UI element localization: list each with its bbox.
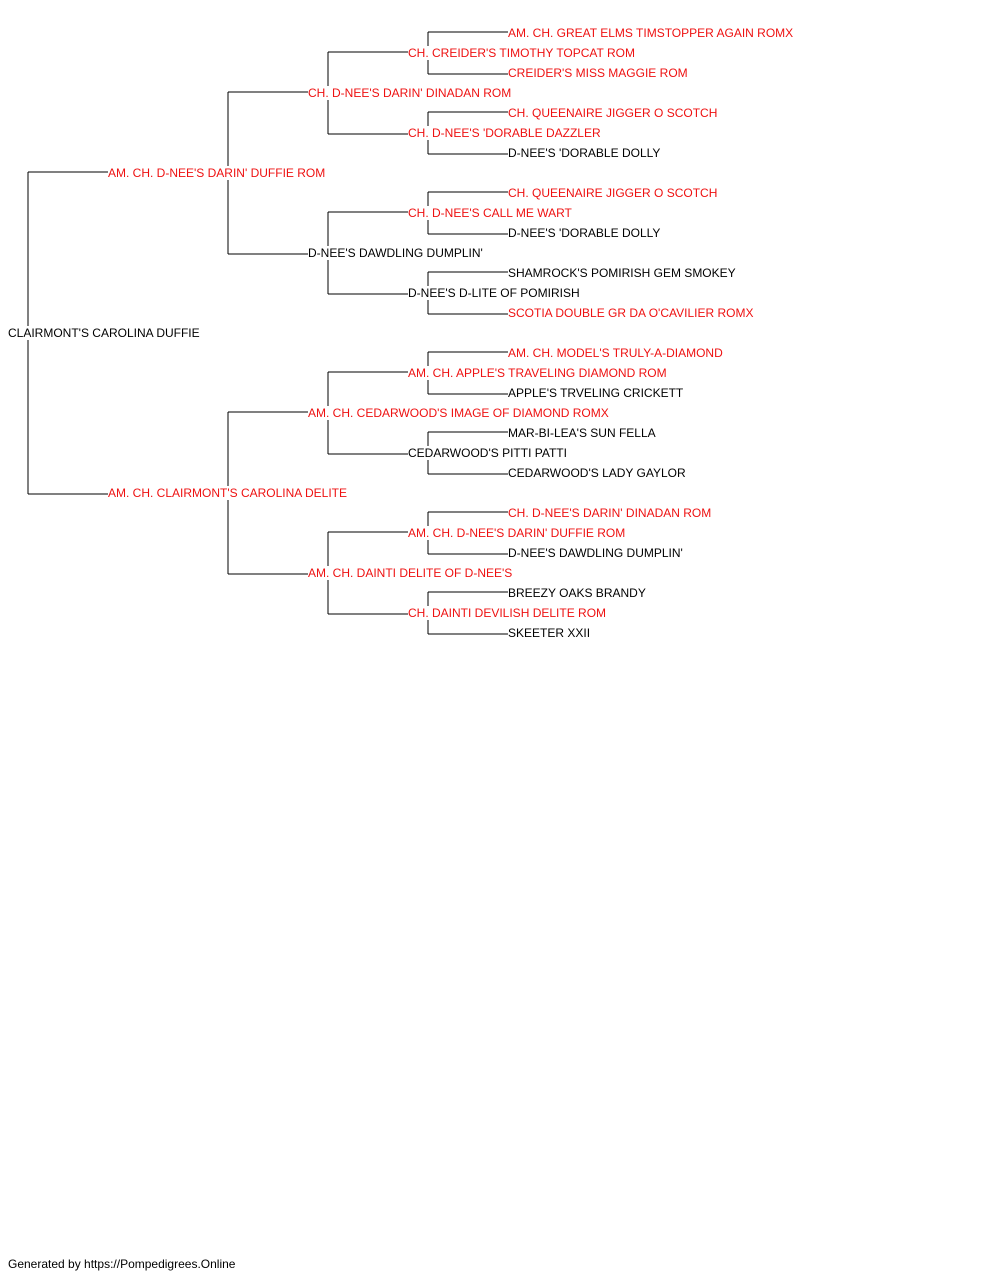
dog-name: SKEETER XXII bbox=[508, 626, 593, 640]
dog-name: AM. CH. DAINTI DELITE OF D-NEE'S bbox=[308, 566, 515, 580]
dog-name: AM. CH. MODEL'S TRULY-A-DIAMOND bbox=[508, 346, 725, 360]
dog-name: CH. D-NEE'S DARIN' DINADAN ROM bbox=[508, 506, 714, 520]
dog-name: AM. CH. APPLE'S TRAVELING DIAMOND ROM bbox=[408, 366, 669, 380]
dog-name: CH. D-NEE'S DARIN' DINADAN ROM bbox=[308, 86, 514, 100]
dog-name: CREIDER'S MISS MAGGIE ROM bbox=[508, 66, 690, 80]
footer-credit: Generated by https://Pompedigrees.Online bbox=[8, 1257, 236, 1271]
dog-name: AM. CH. D-NEE'S DARIN' DUFFIE ROM bbox=[408, 526, 628, 540]
dog-name: APPLE'S TRVELING CRICKETT bbox=[508, 386, 686, 400]
dog-name: CH. QUEENAIRE JIGGER O SCOTCH bbox=[508, 106, 720, 120]
dog-name: CLAIRMONT'S CAROLINA DUFFIE bbox=[8, 326, 202, 340]
dog-name: CEDARWOOD'S PITTI PATTI bbox=[408, 446, 569, 460]
dog-name: CH. QUEENAIRE JIGGER O SCOTCH bbox=[508, 186, 720, 200]
dog-name: CH. D-NEE'S CALL ME WART bbox=[408, 206, 574, 220]
dog-name: CEDARWOOD'S LADY GAYLOR bbox=[508, 466, 688, 480]
dog-name: D-NEE'S 'DORABLE DOLLY bbox=[508, 226, 663, 240]
dog-name: D-NEE'S DAWDLING DUMPLIN' bbox=[508, 546, 685, 560]
dog-name: D-NEE'S D-LITE OF POMIRISH bbox=[408, 286, 582, 300]
dog-name: AM. CH. CLAIRMONT'S CAROLINA DELITE bbox=[108, 486, 349, 500]
dog-name: AM. CH. D-NEE'S DARIN' DUFFIE ROM bbox=[108, 166, 328, 180]
dog-name: SHAMROCK'S POMIRISH GEM SMOKEY bbox=[508, 266, 738, 280]
dog-name: SCOTIA DOUBLE GR DA O'CAVILIER ROMX bbox=[508, 306, 756, 320]
dog-name: BREEZY OAKS BRANDY bbox=[508, 586, 648, 600]
dog-name: D-NEE'S DAWDLING DUMPLIN' bbox=[308, 246, 485, 260]
dog-name: AM. CH. GREAT ELMS TIMSTOPPER AGAIN ROMX bbox=[508, 26, 796, 40]
dog-name: CH. DAINTI DEVILISH DELITE ROM bbox=[408, 606, 609, 620]
dog-name: CH. CREIDER'S TIMOTHY TOPCAT ROM bbox=[408, 46, 637, 60]
dog-name: AM. CH. CEDARWOOD'S IMAGE OF DIAMOND ROM… bbox=[308, 406, 611, 420]
dog-name: CH. D-NEE'S 'DORABLE DAZZLER bbox=[408, 126, 603, 140]
dog-name: D-NEE'S 'DORABLE DOLLY bbox=[508, 146, 663, 160]
dog-name: MAR-BI-LEA'S SUN FELLA bbox=[508, 426, 658, 440]
